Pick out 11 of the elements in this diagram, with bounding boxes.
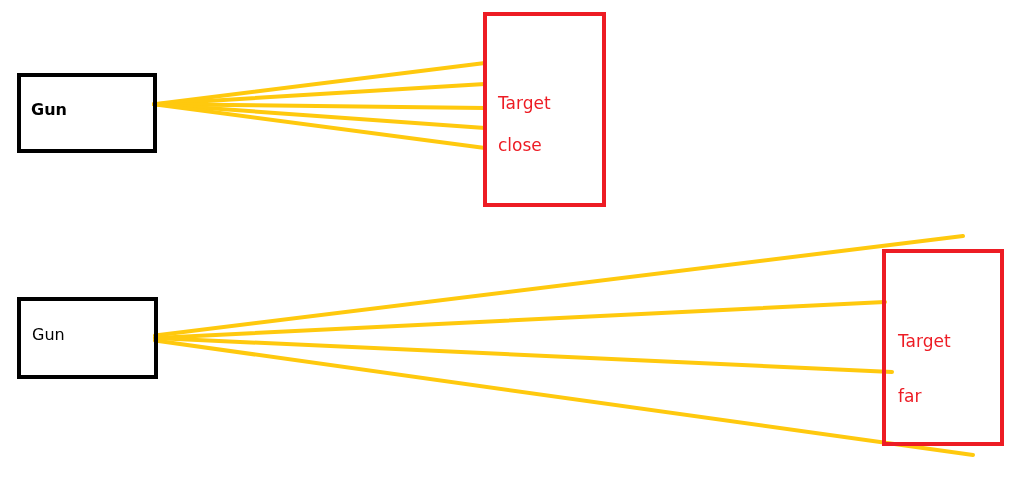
node-box	[483, 12, 606, 207]
box-label: Target close	[498, 92, 551, 157]
connector-line	[153, 338, 975, 458]
connector-line	[153, 336, 894, 374]
node-box	[17, 73, 157, 153]
node-box	[882, 249, 1004, 446]
node-box	[17, 297, 158, 379]
box-label: Target far	[898, 330, 951, 408]
box-label: Gun	[32, 325, 65, 345]
connector-line	[153, 234, 965, 338]
box-label: Gun	[31, 100, 67, 120]
